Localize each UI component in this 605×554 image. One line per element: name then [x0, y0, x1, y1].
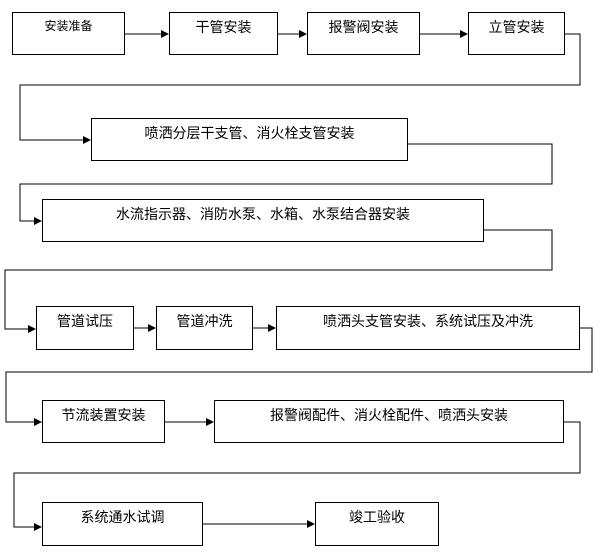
- step-box-s10: 节流装置安装: [42, 400, 165, 443]
- step-box-s11: 报警阀配件、消火栓配件、喷洒头安装: [214, 400, 564, 443]
- connector-s9-s10: [5, 327, 593, 426]
- step-box-s12: 系统通水试调: [42, 502, 203, 546]
- step-box-s9: 喷洒头支管安装、系统试压及冲洗: [276, 306, 580, 350]
- step-box-s3: 报警阀安装: [307, 12, 420, 55]
- step-box-s8: 管道冲洗: [156, 306, 253, 350]
- connector-s4-s5: [19, 33, 581, 144]
- step-box-s2: 干管安装: [169, 12, 278, 55]
- step-box-s4: 立管安装: [468, 12, 565, 55]
- step-box-s13: 竣工验收: [315, 502, 439, 546]
- step-box-s7: 管道试压: [36, 306, 134, 350]
- connector-s5-s6: [19, 143, 553, 225]
- step-box-s5: 喷洒分层干支管、消火栓支管安装: [91, 118, 408, 161]
- connector-s6-s7: [4, 229, 553, 333]
- step-box-s1: 安装准备: [12, 12, 125, 55]
- step-box-s6: 水流指示器、消防水泵、水箱、水泵结合器安装: [42, 199, 484, 242]
- connector-s11-s12: [13, 421, 581, 531]
